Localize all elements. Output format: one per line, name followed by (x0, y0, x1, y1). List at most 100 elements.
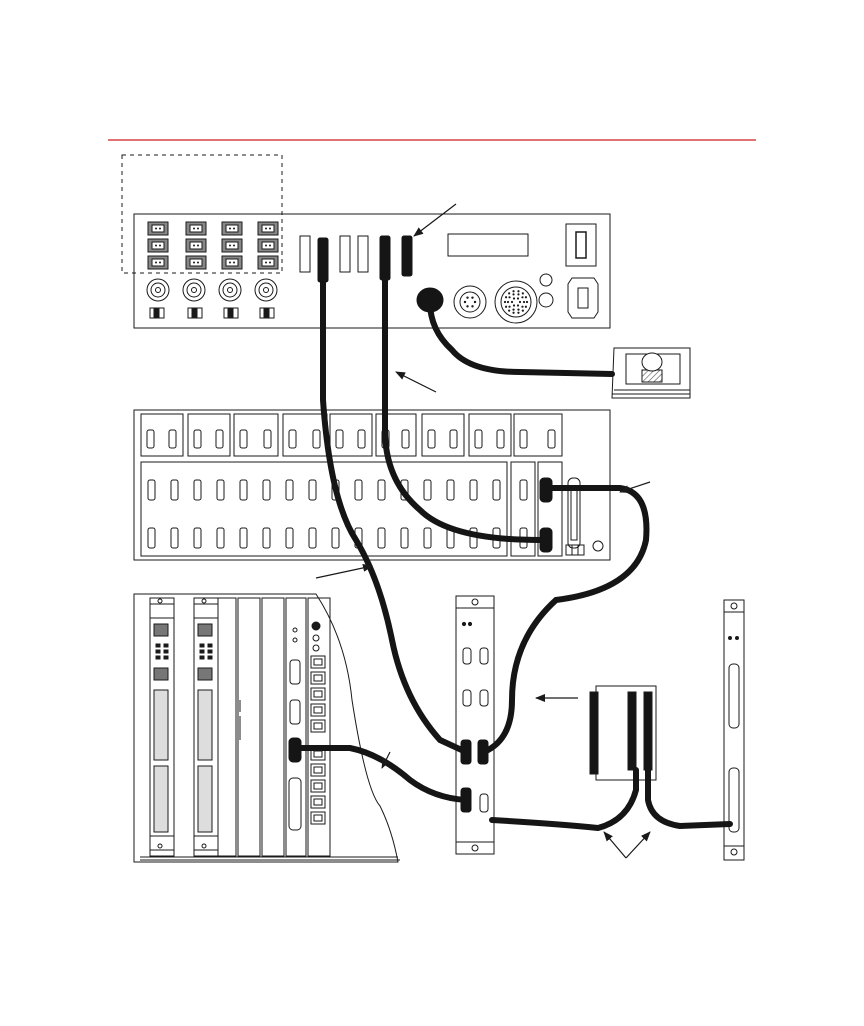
pin (508, 306, 510, 308)
led (164, 656, 168, 659)
pin (517, 312, 519, 314)
expansion-slot (198, 766, 212, 832)
pin (511, 301, 513, 303)
terminal-pin (265, 262, 267, 264)
pin (504, 301, 506, 303)
led (200, 650, 204, 653)
pin (517, 297, 519, 299)
pin (466, 296, 468, 298)
pin (474, 301, 476, 303)
rocker-toggle (192, 308, 197, 318)
terminal-socket (226, 225, 238, 232)
power-switch (576, 232, 586, 258)
pin (471, 296, 473, 298)
rj45-port (154, 624, 168, 636)
rj45-port (311, 764, 325, 776)
terminal-socket (152, 225, 164, 232)
led (208, 656, 212, 659)
arrow-cable-top (396, 372, 436, 392)
rocker-toggle (154, 308, 159, 318)
terminal-pin (197, 228, 199, 230)
rj45-port (311, 812, 325, 824)
led (164, 644, 168, 647)
pin (471, 305, 473, 307)
terminal-pin (197, 245, 199, 247)
pin (522, 292, 524, 294)
terminal-pin (159, 262, 161, 264)
pin (508, 296, 510, 298)
pin (505, 296, 507, 298)
pin (522, 310, 524, 312)
foot-switch (612, 348, 690, 398)
terminal-pin (159, 228, 161, 230)
led (156, 650, 160, 653)
terminal-pin (159, 245, 161, 247)
terminal-socket (226, 242, 238, 249)
round-connector (183, 279, 205, 301)
terminal-socket (190, 242, 202, 249)
terminal-pin (233, 245, 235, 247)
arrow-bottom-pair-right (626, 832, 650, 858)
pin (517, 309, 519, 311)
terminal-pin (197, 262, 199, 264)
led (156, 656, 160, 659)
pin (526, 301, 528, 303)
rj45-port (311, 688, 325, 700)
rear-power-panel (122, 155, 610, 328)
pin (517, 290, 519, 292)
round-connector (219, 279, 241, 301)
pin (512, 293, 514, 295)
pin (517, 293, 519, 295)
card-chassis (134, 594, 400, 862)
rj45-port (154, 668, 168, 680)
terminal-socket (262, 225, 274, 232)
terminal-pin (155, 245, 157, 247)
arrow-lower-left-cable (316, 566, 372, 578)
expansion-slot (154, 690, 168, 760)
rj45-port (311, 796, 325, 808)
arrow-bottom-pair-left (604, 832, 626, 858)
pin (508, 292, 510, 294)
rj45-port (311, 656, 325, 668)
terminal-pin (229, 245, 231, 247)
terminal-pin (233, 262, 235, 264)
terminal-pin (229, 262, 231, 264)
terminal-socket (262, 259, 274, 266)
terminal-socket (262, 242, 274, 249)
led (156, 644, 160, 647)
pin (464, 301, 466, 303)
round-connector (255, 279, 277, 301)
pin (525, 296, 527, 298)
pin (521, 306, 523, 308)
terminal-socket (190, 225, 202, 232)
terminal-socket (152, 259, 164, 266)
round-connector (147, 279, 169, 301)
led (208, 650, 212, 653)
terminal-pin (193, 245, 195, 247)
terminal-pin (265, 228, 267, 230)
terminal-pin (269, 262, 271, 264)
terminal-socket (152, 242, 164, 249)
pin (466, 305, 468, 307)
interface-card-right (724, 600, 744, 860)
terminal-pin (193, 262, 195, 264)
pin (508, 310, 510, 312)
terminal-pin (269, 245, 271, 247)
rj45-port (311, 780, 325, 792)
terminal-pin (229, 228, 231, 230)
pin (507, 301, 509, 303)
pin (521, 296, 523, 298)
rj45-port (311, 672, 325, 684)
cable-f (648, 770, 730, 826)
pin (513, 297, 515, 299)
pin (512, 309, 514, 311)
terminal-pin (233, 228, 235, 230)
pin (505, 306, 507, 308)
led (164, 650, 168, 653)
interface-card-center (456, 596, 494, 854)
terminal-pin (269, 228, 271, 230)
rj45-port (198, 624, 212, 636)
terminal-pin (155, 228, 157, 230)
terminal-pin (265, 245, 267, 247)
